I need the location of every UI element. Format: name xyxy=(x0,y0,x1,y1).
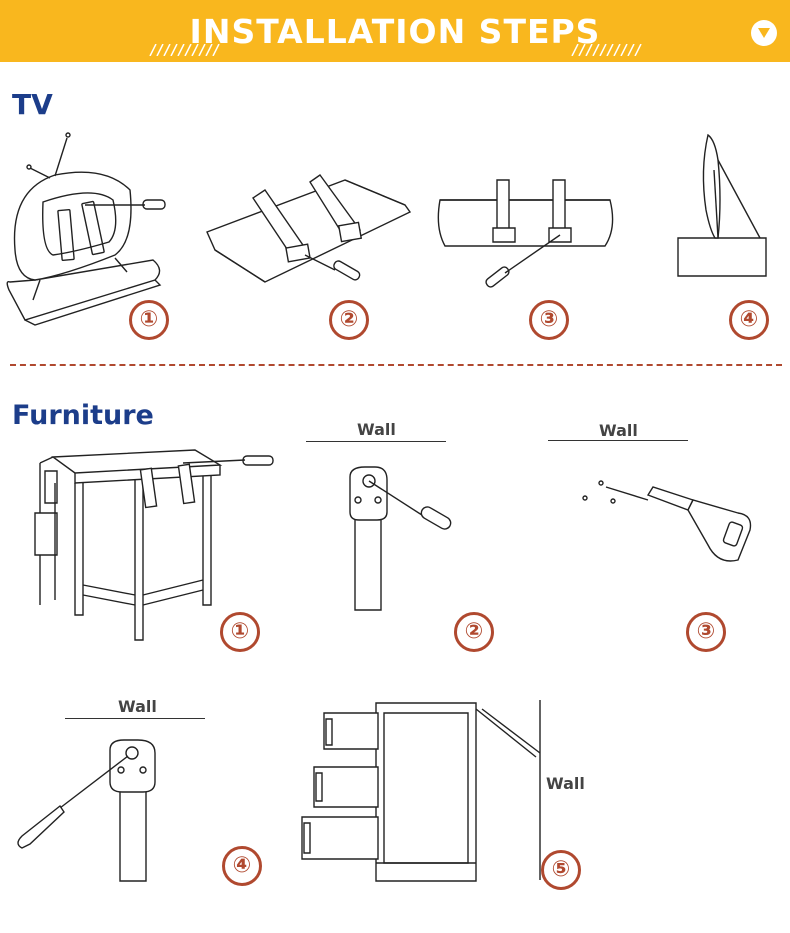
furniture-step-1-number: ① xyxy=(220,612,260,652)
tv-step2-illustration xyxy=(205,170,415,295)
banner-title: INSTALLATION STEPS xyxy=(189,12,601,51)
wall-label-step4: Wall xyxy=(118,697,157,716)
wall-line-step4 xyxy=(65,718,205,719)
tv-step-2-number: ② xyxy=(329,300,369,340)
furniture-step3-illustration xyxy=(578,475,763,570)
section-divider xyxy=(10,364,782,366)
furniture-step1-illustration xyxy=(25,445,280,645)
furniture-step-4-number: ④ xyxy=(222,846,262,886)
furniture-step-5-number: ⑤ xyxy=(541,850,581,890)
wall-label-step5: Wall xyxy=(546,774,585,793)
banner-hatch-right xyxy=(571,44,642,56)
wall-line-step3 xyxy=(548,440,688,441)
tv-step1-illustration xyxy=(5,130,170,335)
furniture-step4-illustration xyxy=(10,736,165,884)
tv-step-3-number: ③ xyxy=(529,300,569,340)
wall-label-step2: Wall xyxy=(357,420,396,439)
furniture-step5-illustration xyxy=(296,695,551,885)
header-banner: INSTALLATION STEPS xyxy=(0,0,790,62)
tv-step-4-number: ④ xyxy=(729,300,769,340)
tv-heading: TV xyxy=(12,88,53,121)
wall-line-step2 xyxy=(306,441,446,442)
furniture-step-2-number: ② xyxy=(454,612,494,652)
tv-step-1-number: ① xyxy=(129,300,169,340)
furniture-step2-illustration xyxy=(345,462,460,612)
tv-step3-illustration xyxy=(435,178,615,298)
furniture-step-3-number: ③ xyxy=(686,612,726,652)
tv-step4-illustration xyxy=(670,130,775,280)
furniture-heading: Furniture xyxy=(12,400,154,431)
banner-hatch-left xyxy=(149,44,220,56)
chevron-down-icon[interactable] xyxy=(751,20,777,46)
wall-label-step3: Wall xyxy=(599,421,638,440)
